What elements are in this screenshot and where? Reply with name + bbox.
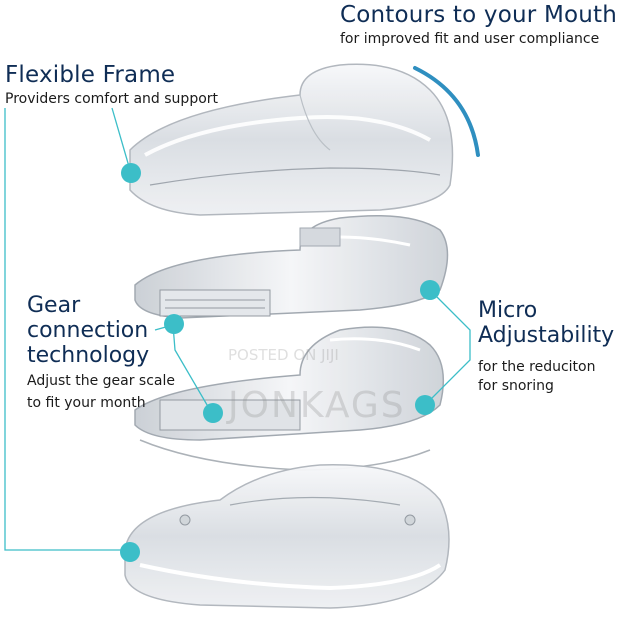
flexible-frame-subtitle: Providers comfort and support	[5, 91, 219, 107]
gear-leader	[154, 324, 211, 411]
bottom-dot	[120, 542, 140, 562]
gear-subtitle-line-2: to fit your month	[27, 395, 146, 411]
micro-title-line-2: Adjustability	[478, 323, 615, 348]
gear-title-line-3: technology	[27, 343, 150, 368]
gear-dot-2	[203, 403, 223, 423]
micro-subtitle-line-2: for snoring	[478, 378, 554, 394]
micro-dot-1	[420, 280, 440, 300]
flexible-frame-dot	[121, 163, 141, 183]
micro-leader	[424, 289, 471, 406]
gear-dot-1	[164, 314, 184, 334]
micro-title-line-1: Micro	[478, 298, 538, 323]
posted-watermark: POSTED ON JIJI	[228, 346, 339, 364]
brand-watermark: JONKAGS	[228, 385, 406, 426]
flexible-frame-title: Flexible Frame	[5, 62, 176, 88]
contours-title: Contours to your Mouth	[340, 2, 618, 28]
bottom-tray	[124, 464, 450, 609]
micro-subtitle-line-1: for the reduciton	[478, 359, 596, 375]
gear-subtitle-line-1: Adjust the gear scale	[27, 373, 175, 389]
top-tray	[129, 63, 454, 216]
flexible-frame-leader	[111, 107, 131, 171]
upper-frame	[134, 214, 449, 319]
gear-title-line-1: Gear	[27, 293, 81, 318]
gear-title-line-2: connection	[27, 318, 149, 343]
contours-subtitle: for improved fit and user compliance	[340, 31, 600, 47]
contour-arc	[413, 66, 480, 157]
left-bracket	[4, 108, 130, 551]
micro-dot-2	[415, 395, 435, 415]
